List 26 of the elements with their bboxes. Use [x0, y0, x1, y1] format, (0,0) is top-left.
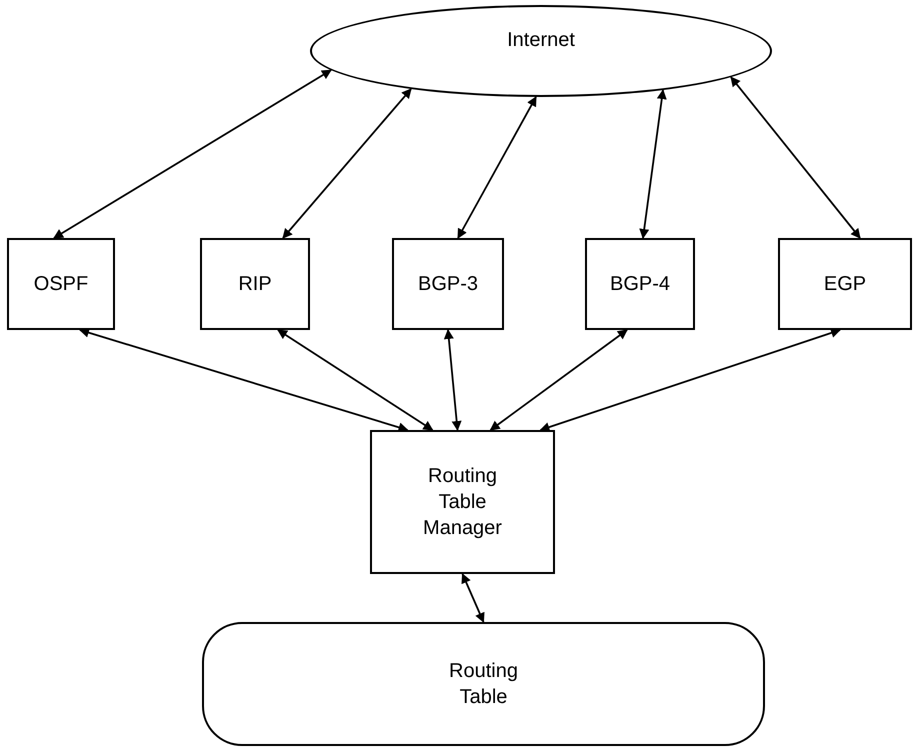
double-arrow: [277, 329, 434, 431]
node-label: Routing Table Manager: [422, 464, 503, 541]
double-arrow: [540, 328, 841, 432]
node-label: BGP-3: [418, 272, 478, 297]
storage-box: [202, 622, 765, 746]
double-arrow: [730, 76, 861, 239]
double-arrow: [282, 88, 412, 239]
process-box: [392, 238, 504, 330]
double-arrow: [457, 96, 537, 239]
double-arrow: [639, 89, 667, 239]
process-box: [200, 238, 310, 330]
node-label: Routing Table: [448, 659, 519, 710]
double-arrow: [53, 69, 332, 239]
process-box: [7, 238, 115, 330]
node-label: EGP: [824, 272, 866, 297]
process-box: [778, 238, 912, 330]
node-label: RIP: [238, 272, 272, 297]
process-box: [585, 238, 695, 330]
node-label: OSPF: [34, 272, 88, 297]
node-label: BGP-4: [610, 272, 670, 297]
double-arrow: [444, 329, 462, 431]
double-arrow: [490, 329, 628, 431]
process-box: [370, 430, 555, 574]
double-arrow: [462, 573, 484, 623]
double-arrow: [79, 328, 408, 432]
node-label: Internet: [507, 28, 575, 53]
